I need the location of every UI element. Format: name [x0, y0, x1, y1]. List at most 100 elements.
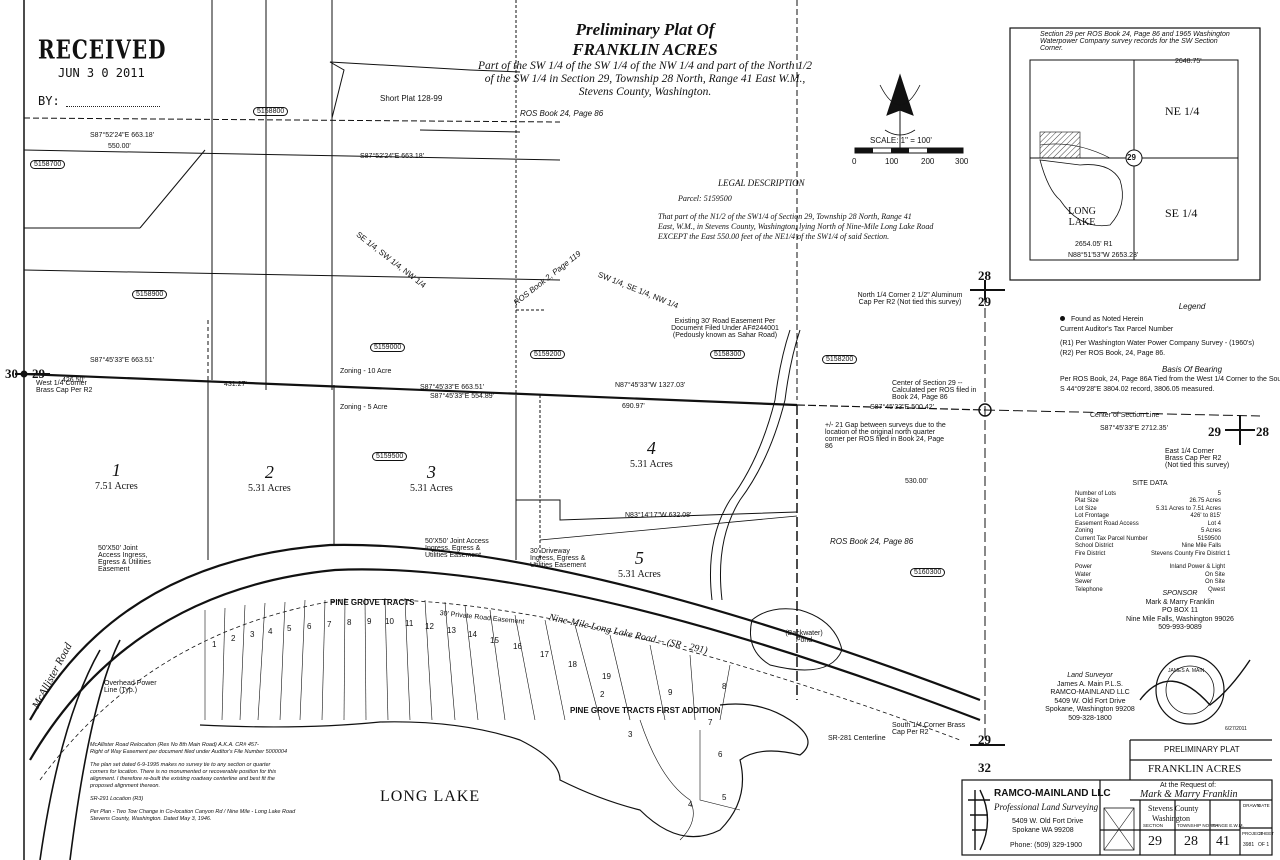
inset-bottom-bearing: N88°51'53"W 2653.23': [1068, 252, 1139, 259]
tract-number: 6: [718, 750, 723, 759]
company-name: RAMCO-MAINLAND LLC: [994, 788, 1111, 799]
tb-preliminary: PRELIMINARY PLAT: [1164, 745, 1240, 754]
company-address1: 5409 W. Old Fort Drive: [1012, 818, 1084, 825]
legend-item-parcel: Current Auditor's Tax Parcel Number: [1060, 326, 1174, 333]
road-south-edge: [29, 568, 981, 761]
scale-tick: 0: [852, 157, 857, 166]
center-29-label: Center of Section 29 -- Calculated per R…: [892, 380, 977, 401]
tb-request-label: At the Request of:: [1160, 782, 1217, 789]
tract-number: 13: [447, 626, 456, 635]
scale-label: SCALE: 1" = 100': [870, 136, 932, 145]
tract-number: 1: [212, 640, 217, 649]
ros-side-label: ROS Book 24, Page 86: [830, 537, 914, 546]
section-number: 28: [978, 268, 991, 283]
bearing-label: S87°45'33"E 2712.35': [1100, 425, 1168, 432]
lake-shoreline: [199, 703, 809, 838]
tract-number: 3: [250, 630, 255, 639]
tract-number: 9: [367, 617, 372, 626]
parcel-id: 5159500: [372, 452, 408, 461]
bottom-notes: The plan set dated 6-9-1995 makes no sur…: [90, 762, 296, 822]
bearing-label: S87°52'24"E 663.18': [90, 132, 155, 139]
mcallister-road: [39, 649, 101, 860]
ros-top-label: ROS Book 24, Page 86: [520, 109, 604, 118]
tb-project-label: PROJECT: [1242, 831, 1264, 836]
south-corner-label: South 1/4 Corner Brass Cap Per R2: [892, 722, 966, 736]
tb-sheet: OF 1: [1258, 842, 1270, 848]
tb-township: 28: [1184, 834, 1198, 849]
tract-number: 16: [513, 642, 522, 651]
mcallister-road: [69, 639, 121, 860]
short-plat-boundary: [329, 61, 521, 119]
legend: Legend Found as Noted Herein Current Aud…: [1060, 302, 1280, 395]
parcel-id: 5158700: [30, 160, 66, 169]
joint-access-label-2: 50'X50' Joint Access Ingress, Egress & U…: [425, 538, 489, 559]
tract-number: 15: [490, 636, 499, 645]
bearing-label: S87°45'33"E 554.89': [430, 393, 495, 400]
tract-number: 17: [540, 650, 549, 659]
mcallister-notes: McAllister Road Relocation (Res No 8th M…: [90, 742, 288, 755]
inset-lake-label: LONG LAKE: [1068, 206, 1096, 228]
legend-item-r1: (R1) Per Washington Water Power Company …: [1060, 340, 1255, 347]
backwater-label: (Backwater) Pond: [785, 630, 823, 644]
parcel-id: 5159200: [530, 350, 566, 359]
section-number: 28: [1256, 424, 1269, 439]
surveyor-block: Land Surveyor James A. Main P.L.S. RAMCO…: [1045, 672, 1135, 722]
parcel-id: 5158900: [132, 290, 168, 299]
lot-line-4-5: [516, 499, 798, 521]
tract-number: 12: [425, 622, 434, 631]
company-phone: Phone: (509) 329-1900: [1010, 842, 1082, 849]
tract-number: 3: [628, 730, 633, 739]
tract-number: 8: [722, 682, 727, 691]
tb-client: Mark & Marry Franklin: [1140, 789, 1238, 800]
overhead-power-label: Overhead Power Line (Typ.): [104, 680, 157, 694]
tb-state: Washington: [1152, 814, 1191, 823]
inset-map: [1009, 27, 1261, 281]
stamp-heading: RECEIVED: [38, 34, 167, 66]
center-section-label: Center of Section Line: [1090, 412, 1160, 419]
bearing-label: N87°45'33"W 1327.03': [615, 382, 686, 389]
backwater-pond: [750, 608, 843, 671]
tract-number: 6: [307, 622, 312, 631]
inset-center-label: 29: [1127, 153, 1136, 162]
bearing-label: S87°45'33"E 663.51': [420, 384, 485, 391]
company-tagline: Professional Land Surveying: [994, 802, 1099, 812]
tract-number: 2: [231, 634, 236, 643]
tract-number: 4: [268, 627, 273, 636]
scale-tick: 200: [921, 157, 935, 166]
found-monument-icon: [1060, 316, 1065, 321]
section-number: 29: [32, 366, 45, 381]
tract-number: 2: [600, 690, 605, 699]
inset-ne-label: NE 1/4: [1165, 104, 1200, 118]
parcel-line: [23, 269, 561, 281]
creek: [710, 329, 791, 601]
long-lake-label: LONG LAKE: [380, 788, 481, 805]
center-section-line-east: [984, 409, 1261, 417]
parcel-line: [23, 117, 561, 123]
parcel-id: 5158300: [710, 350, 746, 359]
inset-bottom-distance: 2654.05' R1: [1075, 241, 1113, 248]
zoning-10-label: Zoning - 10 Acre: [340, 368, 392, 375]
inset-top-distance: 2648.75': [1175, 58, 1202, 65]
distance-label: 530.00': [905, 478, 928, 485]
tb-range-label: RANGE E.W.M.: [1212, 823, 1244, 828]
scale-tick: 300: [955, 157, 969, 166]
tract-number: 11: [405, 619, 414, 628]
legend-item-found: Found as Noted Herein: [1060, 315, 1280, 325]
gap-note: +/- 21 Gap between surveys due to the lo…: [825, 422, 946, 450]
section-number: 29: [978, 732, 991, 747]
tract-number: 14: [468, 630, 477, 639]
legal-description: LEGAL DESCRIPTION Parcel: 5159500 That p…: [658, 178, 934, 241]
east-corner-label: East 1/4 Corner Brass Cap Per R2 (Not ti…: [1165, 448, 1230, 469]
joint-access-label: 50'X50' Joint Access Ingress, Egress & U…: [98, 545, 151, 573]
section-number: 29: [1208, 424, 1221, 439]
existing-easement-label: Existing 30' Road Easement Per Document …: [671, 318, 779, 339]
tract-number: 4: [688, 800, 693, 809]
tb-project: 3981: [1243, 842, 1255, 848]
stamp-by-label: BY:: [38, 94, 60, 108]
